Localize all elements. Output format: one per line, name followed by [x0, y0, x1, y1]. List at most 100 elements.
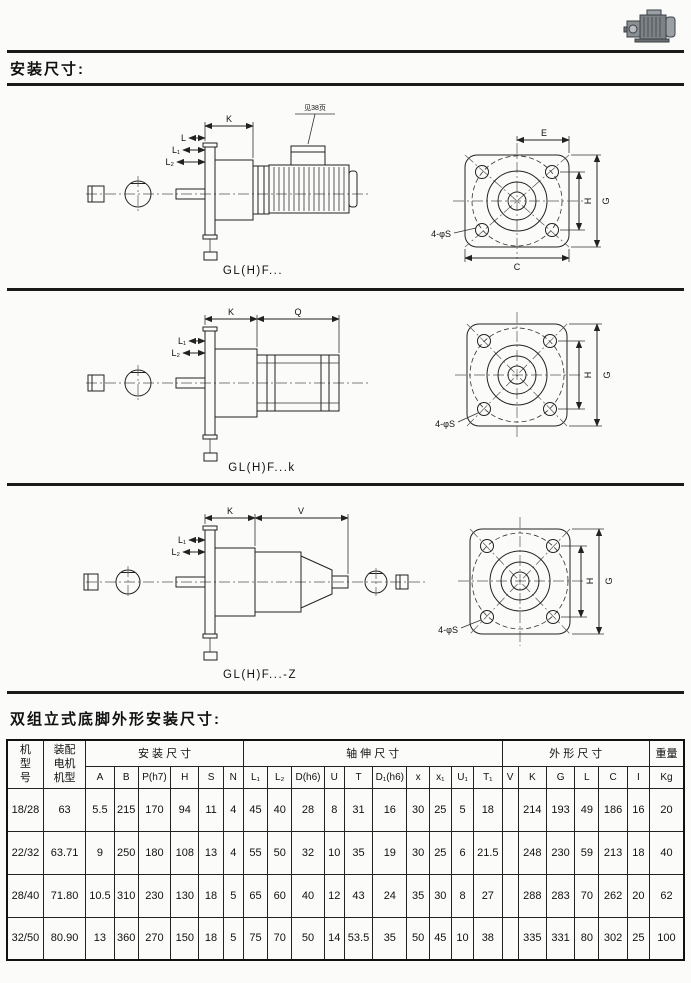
table-cell: 180	[137, 830, 172, 875]
column-header: P(h7)	[137, 765, 172, 789]
column-header: L₁	[242, 765, 269, 789]
table-cell	[501, 916, 519, 961]
table-cell: 8	[323, 787, 345, 832]
table-cell: 8	[450, 873, 475, 918]
dim-label-e: E	[541, 128, 547, 138]
dim-label-k: K	[226, 114, 232, 124]
column-header: U₁	[450, 765, 475, 789]
table-cell: 331	[545, 916, 576, 961]
table-cell: 50	[406, 916, 430, 961]
table-cell: 18/28	[6, 787, 44, 832]
front-view: H G 4-φS	[435, 312, 612, 438]
table-cell: 360	[113, 916, 139, 961]
column-header: x₁	[428, 765, 452, 789]
table-cell: 71.80	[42, 873, 87, 918]
column-header: U	[323, 765, 345, 789]
divider	[7, 288, 684, 291]
table-cell: 55	[242, 830, 269, 875]
table-cell: 108	[170, 830, 200, 875]
dim-label-l1: L₁	[178, 336, 186, 346]
group-header-shaft: 轴 伸 尺 寸	[242, 739, 503, 767]
page-header	[0, 0, 691, 50]
table-cell: 16	[626, 787, 650, 832]
table-cell	[501, 787, 519, 832]
table-cell	[501, 873, 519, 918]
table-cell: 5	[450, 787, 475, 832]
table-cell: 283	[545, 873, 576, 918]
table-cell: 18	[626, 830, 650, 875]
table-cell: 35	[406, 873, 430, 918]
table-cell: 25	[428, 830, 452, 875]
column-header: T	[343, 765, 374, 789]
dim-label-l: L	[181, 133, 186, 143]
table-header-row-groups: 机型号 装配电机机型 安 装 尺 寸 轴 伸 尺 寸 外 形 尺 寸 重量	[6, 739, 685, 789]
section-title-install: 安装尺寸:	[10, 61, 85, 78]
table-cell: 80	[574, 916, 600, 961]
side-view: K V L₁ L₂ GL(H)F...-Z	[83, 506, 428, 681]
bolt-holes-callout: 4-φS	[438, 625, 458, 635]
drawing-glhf-z: K V L₁ L₂ GL(H)F...-Z	[83, 506, 614, 681]
table-cell: 262	[598, 873, 628, 918]
table-cell: 40	[291, 873, 325, 918]
table-cell: 335	[517, 916, 547, 961]
table-cell: 70	[574, 873, 600, 918]
table-cell: 13	[85, 916, 115, 961]
drawing-caption: GL(H)F...-Z	[223, 669, 297, 681]
table-cell: 5	[222, 873, 244, 918]
table-cell: 20	[626, 873, 650, 918]
drawing-glhf: 见38页 K L L₁ L₂ GL(H)F...	[86, 104, 611, 277]
dim-label-l2: L₂	[172, 547, 181, 557]
side-view: K Q L₁ L₂ GL(H)F...k	[86, 307, 370, 474]
table-cell: 21.5	[473, 830, 503, 875]
column-header-kg: Kg	[648, 765, 685, 789]
dim-label-q: Q	[294, 307, 301, 317]
table-cell: 6	[450, 830, 475, 875]
dim-label-l2: L₂	[166, 157, 175, 167]
table-cell: 5	[222, 916, 244, 961]
table-cell: 30	[428, 873, 452, 918]
table-cell: 35	[372, 916, 408, 961]
table-cell: 30	[406, 830, 430, 875]
table-cell: 250	[113, 830, 139, 875]
dim-label-g: G	[604, 577, 614, 584]
table-cell: 4	[222, 830, 244, 875]
table-cell: 49	[574, 787, 600, 832]
table-cell: 130	[170, 873, 200, 918]
divider	[7, 483, 684, 486]
table-cell: 12	[323, 873, 345, 918]
table-cell: 30	[406, 787, 430, 832]
dim-label-h: H	[583, 198, 593, 205]
table-cell: 24	[372, 873, 408, 918]
group-header-outline: 外 形 尺 寸	[501, 739, 650, 767]
front-view: H G 4-φS	[438, 517, 614, 646]
table-cell: 215	[113, 787, 139, 832]
table-cell: 63	[42, 787, 87, 832]
group-header-install: 安 装 尺 寸	[85, 739, 244, 767]
table-cell: 100	[648, 916, 685, 961]
dim-label-g: G	[601, 197, 611, 204]
table-cell: 4	[222, 787, 244, 832]
table-cell: 230	[545, 830, 576, 875]
side-view: 见38页 K L L₁ L₂ GL(H)F...	[86, 104, 370, 277]
dim-label-k: K	[227, 506, 233, 516]
table-cell: 213	[598, 830, 628, 875]
table-cell: 170	[137, 787, 172, 832]
column-header: V	[501, 765, 519, 789]
table-cell: 5.5	[85, 787, 115, 832]
table-cell: 45	[242, 787, 269, 832]
table-cell: 31	[343, 787, 374, 832]
table-cell: 186	[598, 787, 628, 832]
table-cell: 28	[291, 787, 325, 832]
table-cell: 16	[372, 787, 408, 832]
col-header-model: 机型号	[6, 739, 44, 789]
drawing-caption: GL(H)F...k	[228, 462, 295, 474]
table-cell: 25	[626, 916, 650, 961]
table-cell: 248	[517, 830, 547, 875]
bolt-holes-callout: 4-φS	[435, 419, 455, 429]
front-view: E H G C 4-φS	[431, 128, 611, 272]
